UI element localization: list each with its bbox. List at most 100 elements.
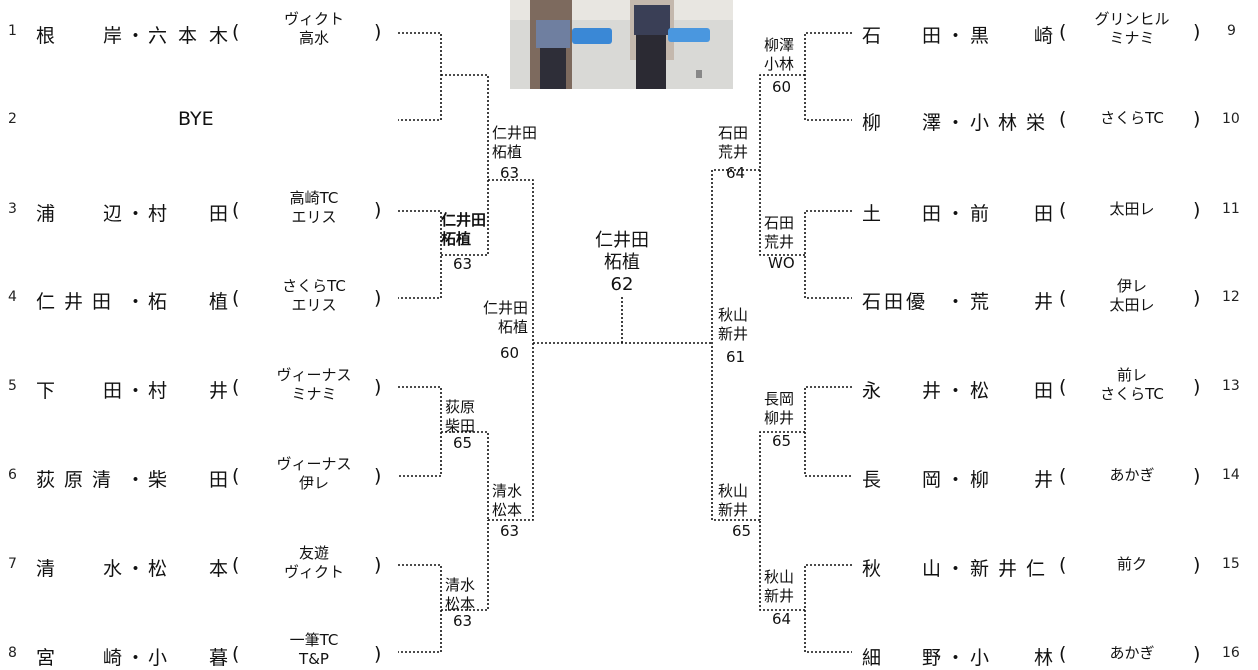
player-name-char: 長 (862, 469, 882, 491)
player-name-char: 清 (92, 469, 112, 491)
paren-close: ) (374, 554, 382, 576)
match-score: WO (768, 254, 795, 272)
winner-1: 柳澤 (764, 36, 795, 54)
club-line-1: 一筆TC (289, 631, 339, 649)
winner-1: 仁井田 (482, 299, 528, 317)
match-result: 仁井田 柘植 (441, 211, 486, 249)
paren-open: ( (1059, 108, 1067, 130)
winner-2: 柴田 (445, 417, 476, 435)
match-result: 荻原 柴田 (445, 398, 475, 436)
paren-open: ( (232, 199, 240, 221)
winner-1: 秋山 (718, 306, 749, 324)
seed-number: 1 (8, 23, 17, 39)
paren-close: ) (1193, 108, 1201, 130)
seed-number: 4 (8, 289, 17, 305)
club-line-2: ヴィクト (283, 563, 344, 581)
match-result: 仁井田 柘植 (492, 124, 537, 162)
player-name-char: 村 (148, 380, 168, 402)
player-name-char: 野 (922, 647, 942, 669)
player-name-char: 小 (970, 112, 990, 134)
player-name-char: 宮 (36, 647, 56, 669)
club-line-1: あかぎ (1109, 644, 1155, 662)
champion-1: 仁井田 (595, 230, 649, 251)
player-name-char: 柳 (862, 112, 882, 134)
winner-2: 柘植 (497, 318, 528, 336)
player-name-char: 石 (862, 291, 882, 313)
club-label: さくらTC エリス (262, 277, 366, 315)
club-label: 一筆TC T&P (262, 631, 366, 669)
club-label: あかぎ (1080, 466, 1184, 485)
paren-open: ( (232, 554, 240, 576)
player-name-char: 松 (970, 380, 990, 402)
name-separator: ・ (946, 469, 966, 491)
winner-2: 柘植 (441, 230, 472, 248)
player-name-char: 澤 (922, 112, 942, 134)
paren-close: ) (1193, 554, 1201, 576)
club-line-2: エリス (291, 208, 337, 226)
paren-open: ( (232, 465, 240, 487)
player-name-char: 崎 (1034, 25, 1054, 47)
player-name-char: 小 (970, 647, 990, 669)
seed-number: 8 (8, 645, 17, 661)
player-name-char: 田 (1034, 380, 1054, 402)
winner-1: 清水 (445, 576, 476, 594)
seed-number: 6 (8, 467, 17, 483)
player-name-char: 柘 (148, 291, 168, 313)
player-name-char: 井 (1034, 291, 1054, 313)
player-name-char: 井 (922, 380, 942, 402)
club-label: 前レ さくらTC (1080, 366, 1184, 404)
club-line-1: あかぎ (1109, 466, 1155, 484)
seed-number: 2 (8, 111, 17, 127)
player-name-char: 田 (922, 203, 942, 225)
seed-number: 7 (8, 556, 17, 572)
player-name-char: 細 (862, 647, 882, 669)
paren-open: ( (1059, 643, 1067, 665)
paren-close: ) (1193, 21, 1201, 43)
name-separator: ・ (946, 291, 966, 313)
club-line-2: ミナミ (1109, 29, 1155, 47)
match-result: 清水 松本 (445, 576, 475, 614)
player-name-char: 暮 (209, 647, 229, 669)
match-score: 65 (732, 522, 752, 540)
player-name-char: 植 (209, 291, 229, 313)
club-line-1: ヴィーナス (276, 366, 352, 384)
paren-close: ) (374, 376, 382, 398)
player-name-char: 田 (884, 291, 904, 313)
paren-open: ( (1059, 199, 1067, 221)
player-name-char: 井 (1034, 469, 1054, 491)
player-name-char: 根 (36, 25, 56, 47)
seed-number: 12 (1222, 289, 1240, 305)
name-separator: ・ (946, 647, 966, 669)
club-line-2: ミナミ (291, 385, 337, 403)
match-score: 63 (500, 164, 520, 182)
winner-2: 松本 (492, 501, 523, 519)
winner-1: 石田 (764, 214, 795, 232)
club-line-2: 伊レ (298, 474, 329, 492)
paren-close: ) (1193, 465, 1201, 487)
club-label: さくらTC (1080, 109, 1184, 128)
winner-2: 松本 (445, 595, 476, 613)
paren-open: ( (1059, 376, 1067, 398)
seed-number: 5 (8, 378, 17, 394)
player-name-char: 柳 (970, 469, 990, 491)
paren-open: ( (232, 376, 240, 398)
player-name-char: 新 (970, 558, 990, 580)
player-name-char: 林 (1034, 647, 1054, 669)
player-name-char: 水 (103, 558, 123, 580)
player-name-char: 秋 (862, 558, 882, 580)
player-name-char: 田 (1034, 203, 1054, 225)
winner-1: 仁井田 (441, 211, 487, 229)
paren-close: ) (374, 199, 382, 221)
player-name-char: 岸 (103, 25, 123, 47)
club-label: ヴィクト 高水 (262, 10, 366, 48)
club-label: 高崎TC エリス (262, 189, 366, 227)
match-score: 63 (453, 255, 473, 273)
player-name-char: 土 (862, 203, 882, 225)
club-line-1: 前レ (1116, 366, 1147, 384)
player-name-char: 黒 (970, 25, 990, 47)
photo-figures (510, 0, 733, 89)
club-line-1: さくらTC (1100, 109, 1164, 127)
player-name-char: 井 (64, 291, 84, 313)
match-result: 柳澤 小林 (764, 36, 794, 74)
name-separator: ・ (946, 380, 966, 402)
